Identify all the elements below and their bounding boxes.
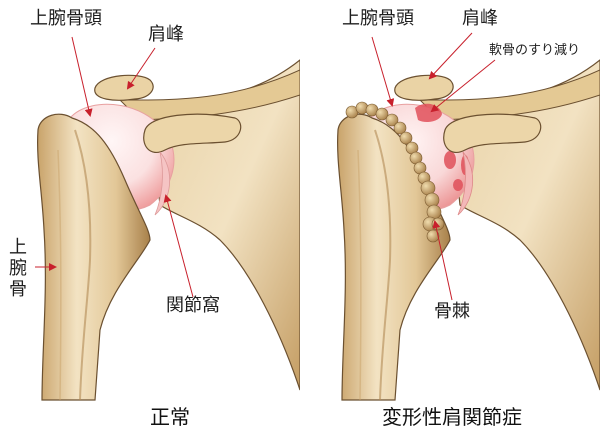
acromion (394, 74, 454, 101)
pointer-acromion (126, 47, 156, 90)
label-humerus: 上腕骨 (9, 237, 27, 300)
label-acromion: 肩峰 (148, 24, 184, 45)
osteophytes (345, 101, 445, 243)
normal-shoulder-panel: 上腕骨頭 肩峰 上腕骨 関節窩 正常 (9, 8, 300, 429)
normal-shoulder-illustration (35, 36, 300, 401)
label-acromion: 肩峰 (462, 8, 498, 29)
label-osteophyte: 骨棘 (434, 301, 470, 322)
acromion (94, 74, 154, 101)
pointer-glenoid (163, 194, 194, 298)
osteoarthritis-shoulder-illustration (337, 32, 600, 401)
osteoarthritis-shoulder-panel: 上腕骨頭 肩峰 軟骨のすり減り 骨棘 変形性肩関節症 (300, 0, 600, 430)
label-cartilage-wear: 軟骨のすり減り (489, 43, 581, 58)
pointer-humeral-head (71, 36, 93, 117)
humerus (37, 113, 151, 401)
caption-normal: 正常 (150, 405, 190, 429)
label-glenoid: 関節窩 (166, 295, 220, 316)
caption-osteoarthritis: 変形性肩関節症 (382, 405, 522, 429)
label-humeral-head: 上腕骨頭 (30, 8, 102, 29)
label-humeral-head: 上腕骨頭 (342, 8, 414, 29)
